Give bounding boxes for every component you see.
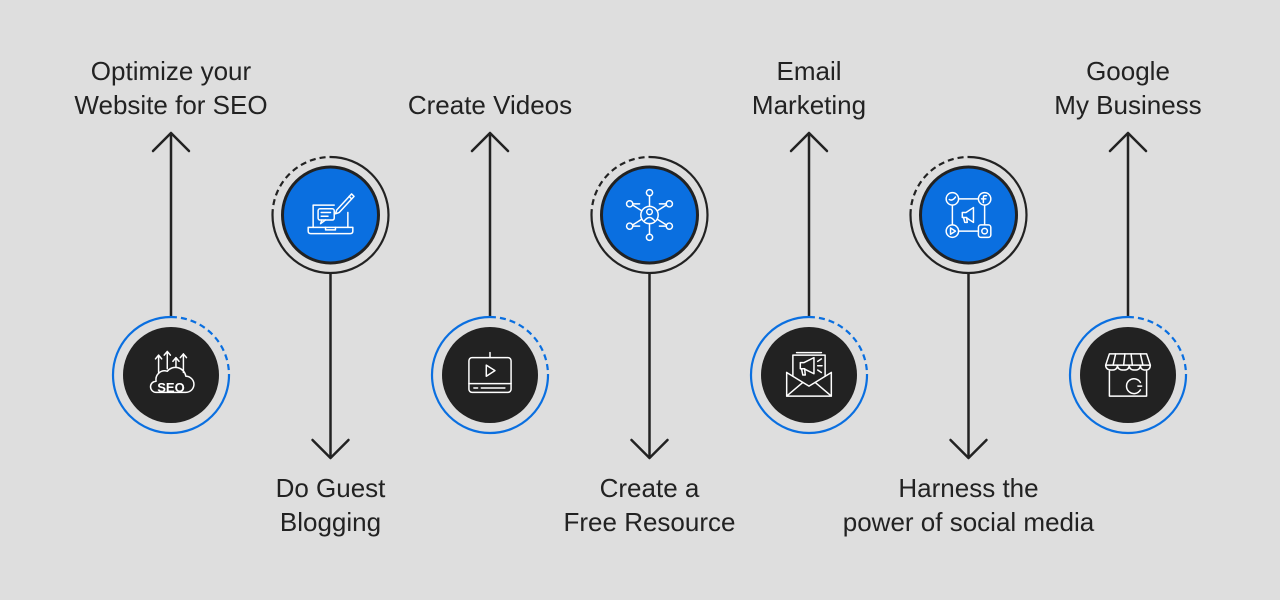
ring-dashed [170, 315, 231, 376]
step-label-line: Website for SEO [74, 90, 268, 120]
ring-dashed [271, 155, 331, 216]
ring-dashed [909, 155, 969, 216]
step-label: Google My Business [968, 54, 1280, 122]
ring-solid [271, 155, 390, 275]
arrow-down-icon [311, 438, 350, 460]
step-circle [1080, 327, 1176, 423]
step-4 [590, 155, 709, 460]
ring-solid [590, 155, 709, 275]
step-3 [430, 131, 550, 435]
ring-solid [1068, 315, 1188, 435]
step-1: SEO [111, 131, 231, 435]
step-label-line: Marketing [751, 90, 867, 120]
step-label: Harness the power of social media [809, 471, 1129, 539]
ring-dashed [489, 315, 550, 376]
ring-solid [111, 315, 231, 435]
arrow-up-icon [151, 131, 191, 153]
arrow-up-icon [789, 131, 829, 153]
step-circle [123, 327, 219, 423]
step-label-line: Do Guest [275, 473, 386, 503]
arrow-up-icon [1108, 131, 1148, 153]
step-2 [271, 155, 390, 460]
step-6 [909, 155, 1028, 460]
step-label-line: Optimize your [90, 56, 252, 86]
ring-solid [430, 315, 550, 435]
ring-dashed [808, 315, 869, 376]
step-label-line: Email [776, 56, 842, 86]
ring-solid [749, 315, 869, 435]
ring-dashed [1127, 315, 1188, 376]
ring-solid [909, 155, 1028, 275]
ring-dashed [590, 155, 650, 216]
step-label-line: Blogging [279, 507, 382, 537]
arrow-down-icon [630, 438, 669, 460]
step-circle [442, 327, 538, 423]
step-label-line: Create a [599, 473, 700, 503]
step-circle [919, 165, 1018, 265]
step-label-line: Create Videos [407, 90, 573, 120]
arrow-up-icon [470, 131, 510, 153]
seo-icon-text: SEO [157, 380, 184, 395]
step-label: Create Videos [330, 88, 650, 122]
step-5 [749, 131, 869, 435]
step-label-line: power of social media [842, 507, 1095, 537]
step-label-line: Harness the [898, 473, 1039, 503]
step-label-line: Google [1086, 56, 1170, 86]
step-circle [761, 327, 857, 423]
step-7 [1068, 131, 1188, 435]
step-label: Create a Free Resource [490, 471, 810, 539]
arrow-down-icon [949, 438, 988, 460]
step-circle [281, 165, 380, 265]
step-label-line: Free Resource [563, 507, 736, 537]
step-label-line: My Business [1054, 90, 1202, 120]
